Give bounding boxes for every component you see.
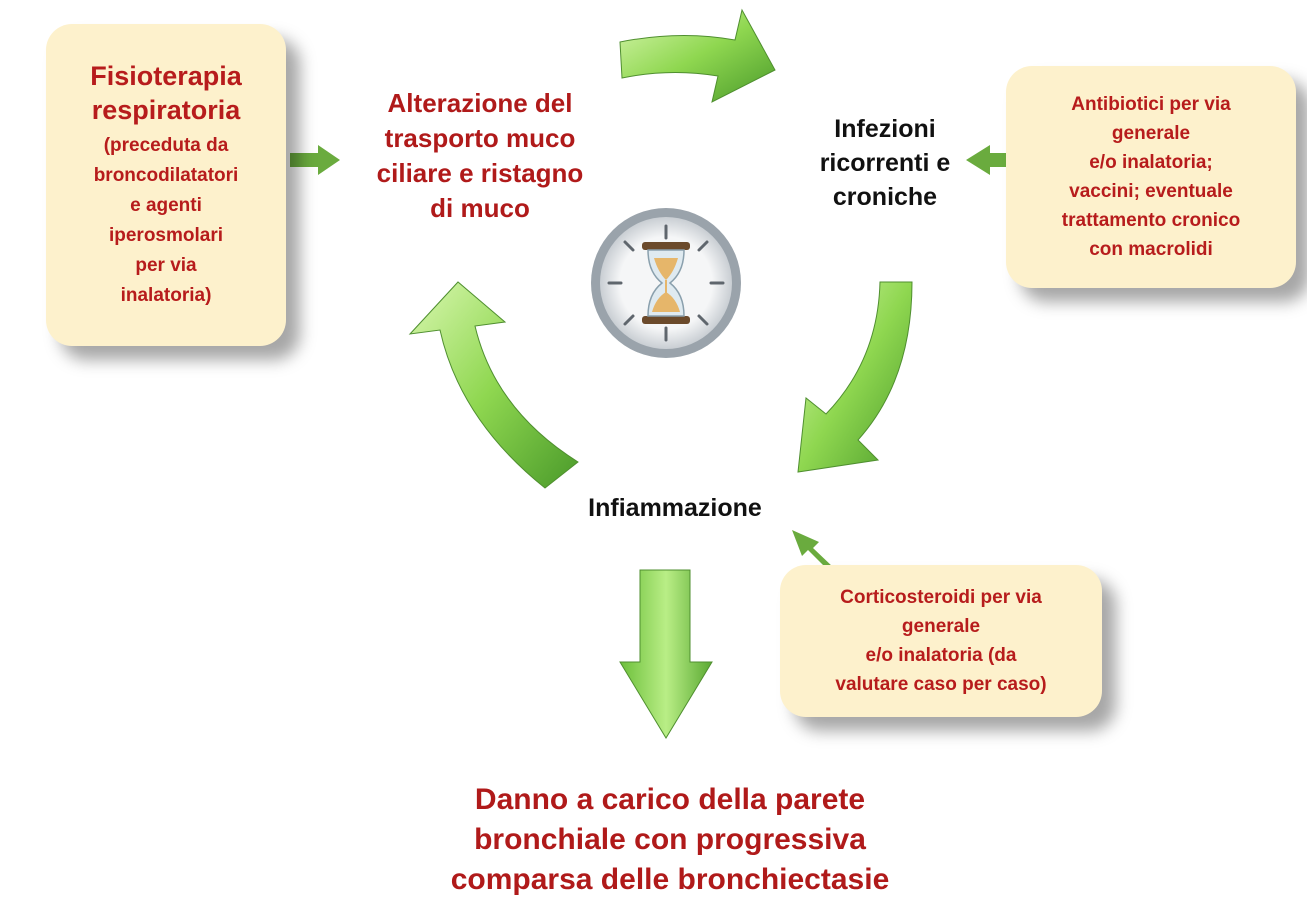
antibiotics-line-3: e/o inalatoria; [1089,152,1213,173]
mucus-line-1: Alterazione del [387,88,573,118]
mucus-line-3: ciliare e ristagno [376,158,584,188]
physiotherapy-line-5: per via [135,255,197,276]
corticosteroids-line-4: valutare caso per caso) [835,674,1047,695]
arrow-antibiotics-to-infections [966,145,1022,175]
physiotherapy-line-4: iperosmolari [108,225,224,246]
cycle-arrow-top [619,8,776,103]
corticosteroids-line-1: Corticosteroidi per via [840,587,1042,608]
infections-line-3: croniche [832,183,938,211]
physiotherapy-box: Fisioterapia respiratoria (preceduta da … [46,24,286,346]
inflammation-node: Infiammazione [588,494,762,522]
physiotherapy-line-1: (preceduta da [103,135,229,156]
damage-line-2: bronchiale con progressiva [474,823,866,856]
damage-line-3: comparsa delle bronchiectasie [450,863,890,896]
antibiotics-line-4: vaccini; eventuale [1069,181,1233,202]
antibiotics-line-5: trattamento cronico [1061,210,1241,231]
arrow-corticosteroids-to-inflammation [792,530,834,571]
cycle-arrow-right [797,281,913,473]
infections-line-2: ricorrenti e [819,149,951,177]
antibiotics-line-6: con macrolidi [1089,239,1213,260]
cycle-arrow-left [408,281,579,489]
mucus-line-2: trasporto muco [384,123,576,153]
damage-line-1: Danno a carico della parete [474,783,866,816]
infections-line-1: Infezioni [834,115,936,143]
antibiotics-box: Antibiotici per via generale e/o inalato… [1006,66,1296,288]
damage-node: Danno a carico della parete bronchiale c… [400,780,940,900]
mucus-line-4: di muco [430,193,530,223]
mucus-alteration-node: Alterazione del trasporto muco ciliare e… [345,86,615,226]
corticosteroids-line-2: generale [901,616,981,637]
physiotherapy-line-3: e agenti [130,195,202,216]
physiotherapy-title-line-2: respiratoria [91,95,241,125]
antibiotics-line-2: generale [1111,123,1191,144]
corticosteroids-box: Corticosteroidi per via generale e/o ina… [780,565,1102,717]
arrow-physio-to-mucus [290,145,340,175]
antibiotics-line-1: Antibiotici per via [1071,94,1231,115]
physiotherapy-line-6: inalatoria) [120,285,212,306]
corticosteroids-line-3: e/o inalatoria (da [865,645,1017,666]
infections-node: Infezioni ricorrenti e croniche [800,112,970,214]
down-arrow [619,569,713,739]
physiotherapy-title-line-1: Fisioterapia [90,61,242,91]
hourglass-clock-icon [591,208,741,358]
physiotherapy-line-2: broncodilatatori [93,165,239,186]
